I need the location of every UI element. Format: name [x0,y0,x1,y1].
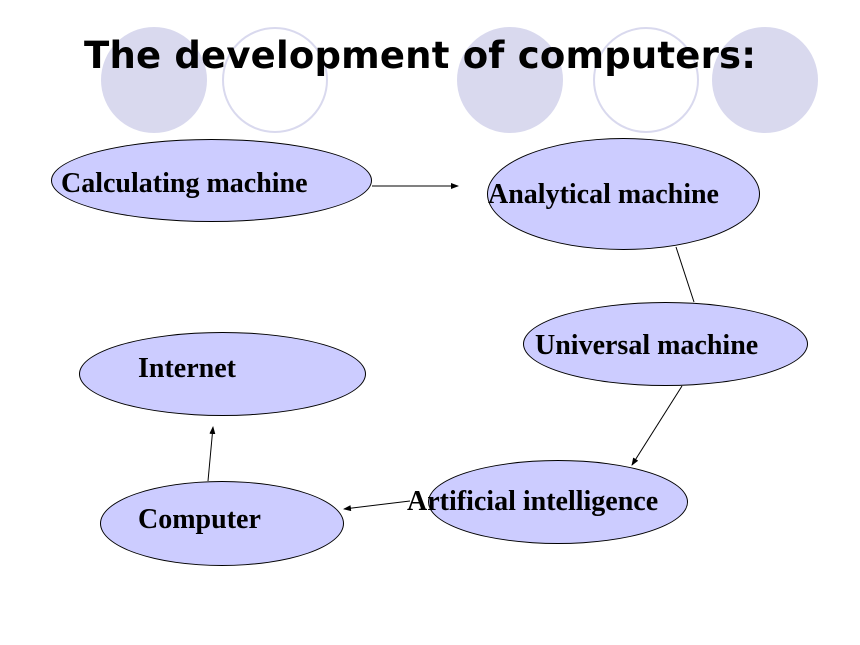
arrow-universal-to-ai [631,385,683,466]
slide-title: The development of computers: [84,34,757,77]
decor-circle-filled [457,27,563,133]
arrow-computer-to-internet [207,426,216,482]
node-calculating-machine [51,139,372,222]
label-computer: Computer [138,504,261,535]
label-artificial-intelligence: Artificial intelligence [407,486,659,517]
label-calculating-machine: Calculating machine [61,168,308,199]
node-computer [100,481,344,566]
decor-circle-outline [222,27,328,133]
node-artificial-intelligence [428,460,688,544]
node-analytical-machine [487,138,760,250]
node-universal-machine [523,302,808,386]
label-universal-machine: Universal machine [535,330,759,361]
decor-circle-filled [712,27,818,133]
node-internet [79,332,366,416]
label-internet: Internet [138,353,236,384]
line-analytical-to-universal [675,246,695,303]
decor-circle-filled [101,27,207,133]
label-analytical-machine: Analytical machine [488,179,719,210]
decor-circle-outline [593,27,699,133]
arrow-ai-to-computer [343,500,411,512]
